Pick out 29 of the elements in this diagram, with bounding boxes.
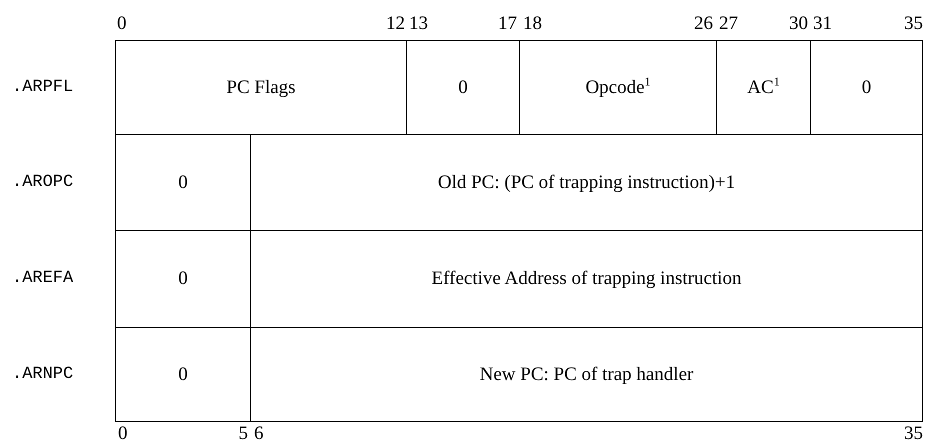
register-name: .AREFA — [12, 268, 74, 290]
bit-number: 0 — [118, 423, 128, 445]
bit-number: 17 — [498, 13, 517, 35]
field-label: 0 — [862, 76, 872, 98]
field-label: Effective Address of trapping instruction — [432, 268, 742, 290]
bit-number: 31 — [813, 13, 832, 35]
field-label: 0 — [458, 76, 468, 98]
field-label: 0 — [178, 364, 188, 386]
bit-number: 30 — [789, 13, 808, 35]
register-name: .ARPFL — [12, 76, 74, 98]
bit-number: 0 — [117, 13, 126, 35]
bit-number: 26 — [694, 13, 713, 35]
register-name: .ARNPC — [12, 364, 74, 386]
bit-number: 13 — [409, 13, 428, 35]
bit-number: 6 — [254, 423, 264, 445]
field-label: 0 — [178, 268, 188, 290]
field-label: Old PC: (PC of trapping instruction)+1 — [438, 172, 736, 194]
bit-number: 35 — [904, 423, 923, 445]
bit-number: 27 — [719, 13, 738, 35]
bit-number: 18 — [523, 13, 542, 35]
register-name: .AROPC — [12, 172, 74, 194]
field-label: AC$^{1}$ — [747, 76, 780, 98]
field-label: PC Flags — [226, 76, 296, 98]
field-label: 0 — [178, 172, 188, 194]
field-label: Opcode$^{1}$ — [585, 76, 651, 98]
bit-number: 35 — [904, 13, 923, 35]
bit-number: 5 — [238, 423, 248, 445]
bit-number: 12 — [386, 13, 405, 35]
field-label: New PC: PC of trap handler — [480, 364, 694, 386]
